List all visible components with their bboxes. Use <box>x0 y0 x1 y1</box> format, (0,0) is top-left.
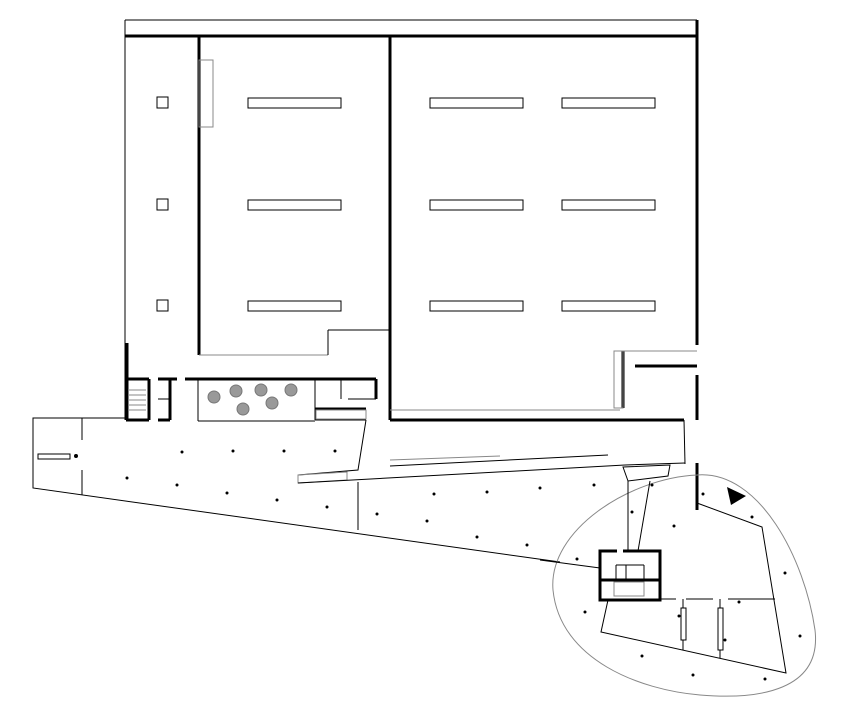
pavilion <box>539 474 816 697</box>
north-arrow-icon <box>727 487 746 505</box>
fixture <box>561 97 656 109</box>
fixture <box>247 97 342 109</box>
pavilion-outline <box>552 474 816 697</box>
fixture <box>247 199 342 211</box>
right-hall <box>388 36 697 422</box>
column <box>156 96 169 109</box>
courtyard-trees <box>207 383 298 416</box>
bench <box>37 453 71 460</box>
pavilion-columns <box>575 483 802 681</box>
column <box>156 198 169 211</box>
column <box>156 299 169 312</box>
fixture <box>561 300 656 312</box>
plaza <box>32 417 686 563</box>
fixture <box>561 199 656 211</box>
bench <box>680 607 687 641</box>
fixture <box>247 300 342 312</box>
fixture <box>429 300 524 312</box>
stair <box>315 409 367 420</box>
building-outline <box>124 19 699 510</box>
bench <box>717 607 724 651</box>
stair-top-left <box>198 59 214 128</box>
fixture <box>429 97 524 109</box>
stair <box>613 581 645 597</box>
fixtures <box>156 96 656 312</box>
plaza-columns <box>125 449 596 547</box>
stair-right <box>613 350 624 409</box>
fixture <box>429 199 524 211</box>
pavilion-core <box>598 549 662 602</box>
left-hall <box>197 36 390 356</box>
entrance-block <box>126 377 378 422</box>
